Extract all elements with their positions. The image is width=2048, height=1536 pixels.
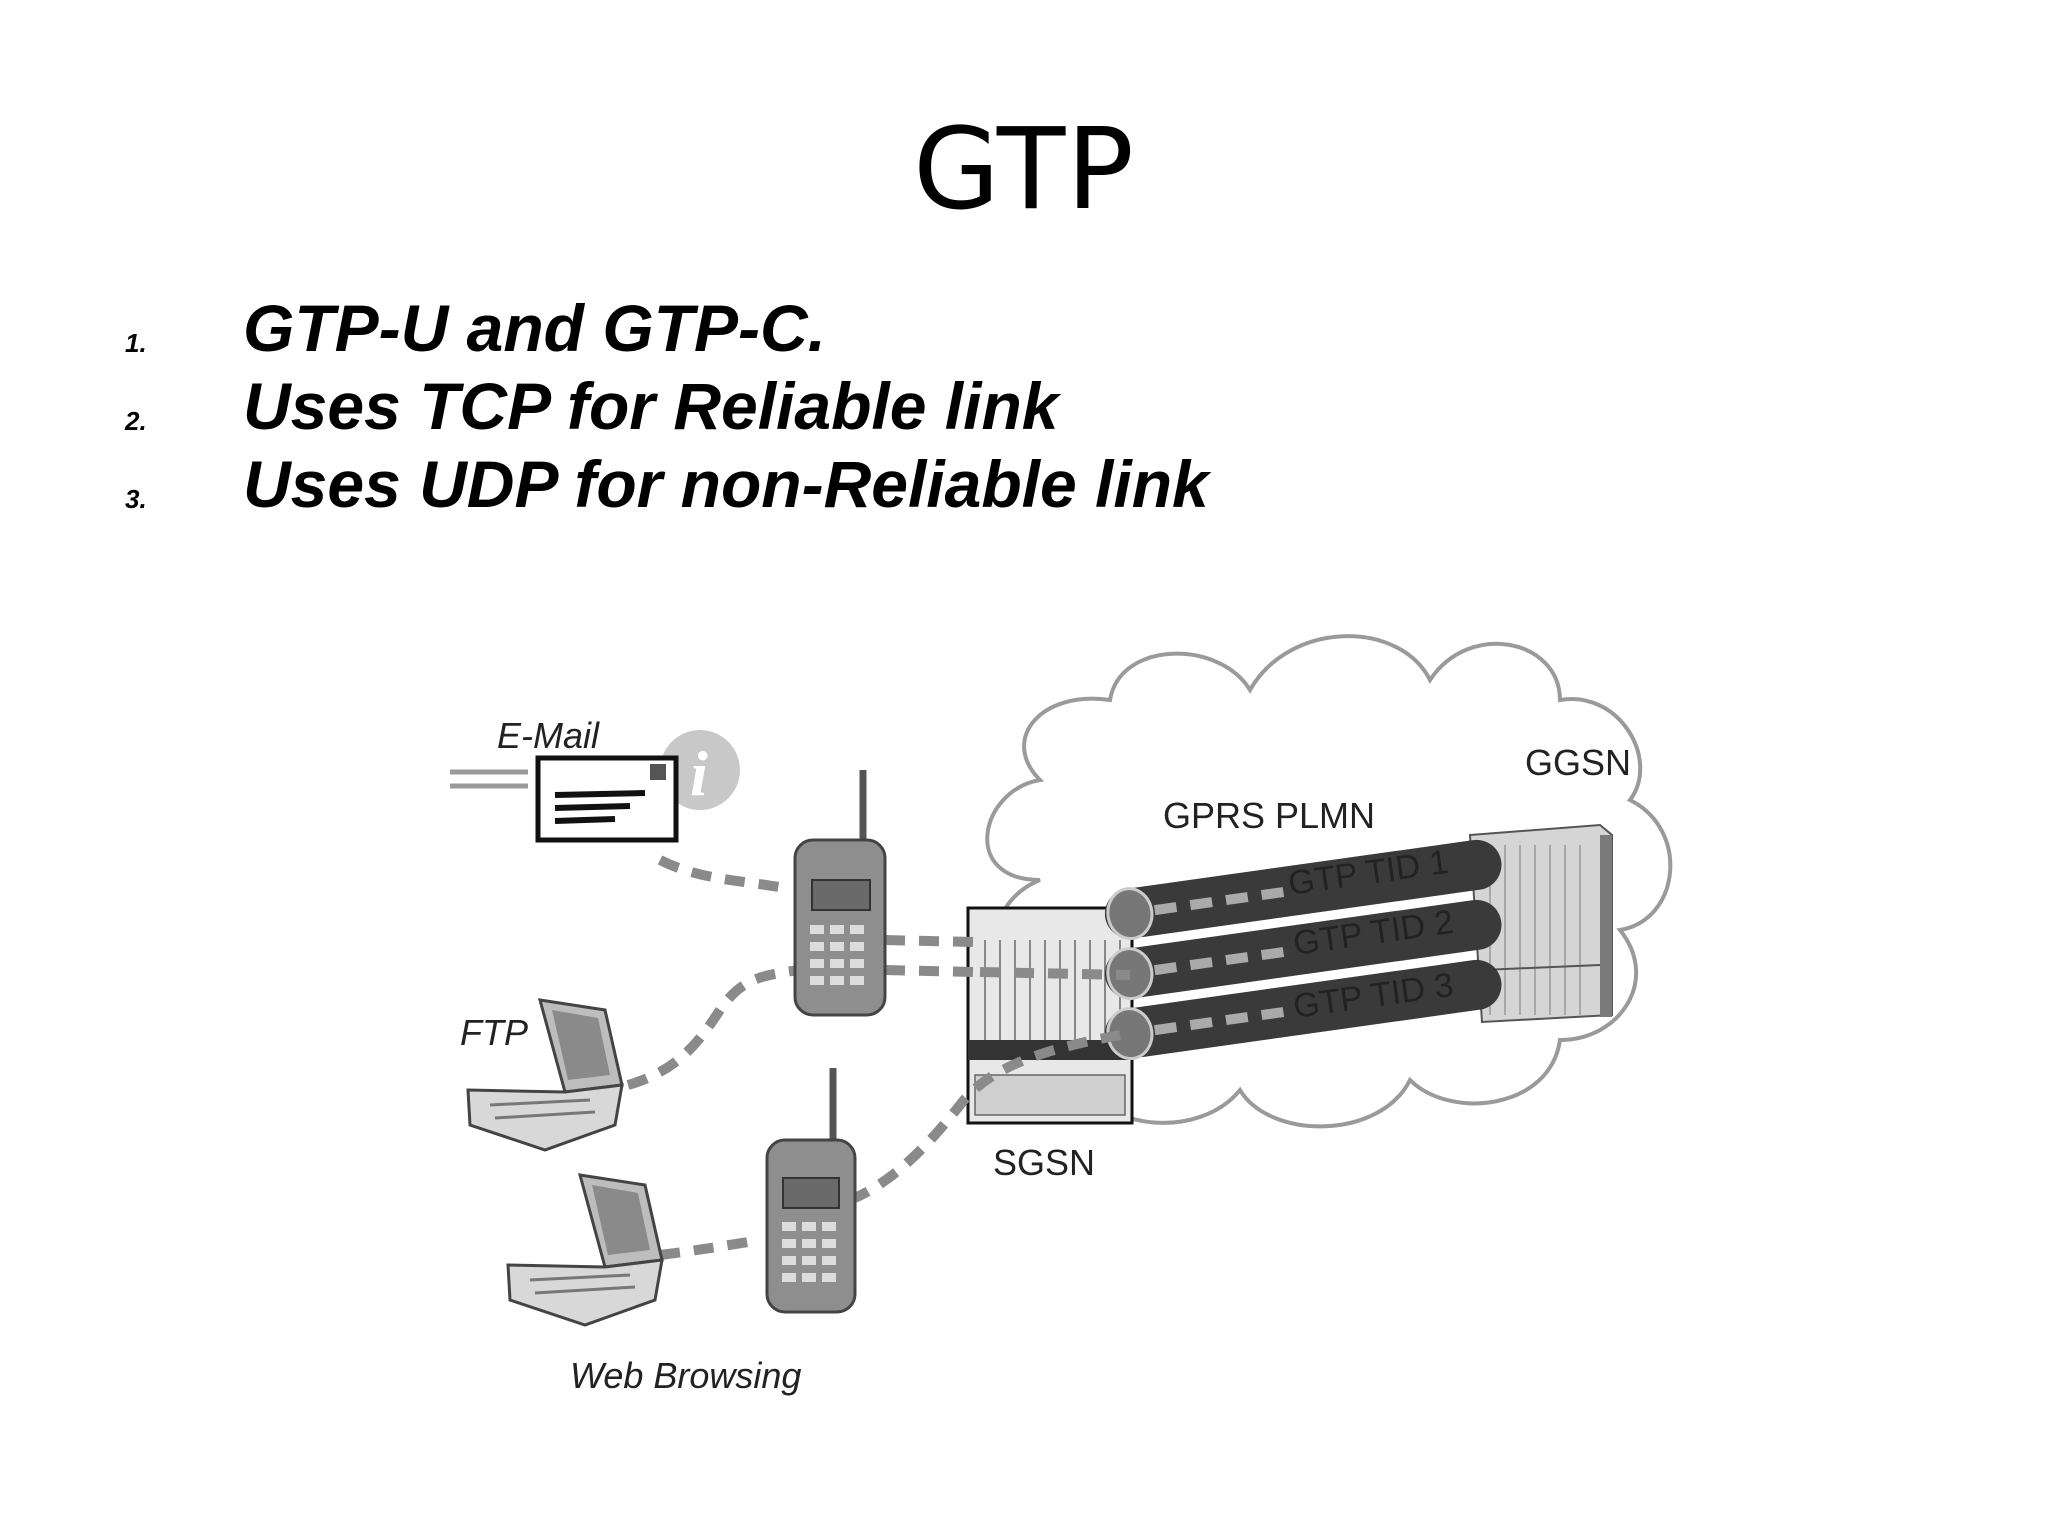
bullet-number: 1. xyxy=(125,328,147,358)
gprs-plmn-label: GPRS PLMN xyxy=(1163,795,1375,836)
mobile-phone-icon xyxy=(765,1068,857,1314)
bullet-text: GTP-U and GTP-C. xyxy=(243,291,826,365)
slide-title: GTP xyxy=(913,105,1135,235)
bullet-text: Uses TCP for Reliable link xyxy=(243,369,1059,443)
data-links xyxy=(626,855,1131,1260)
ggsn-label: GGSN xyxy=(1525,742,1631,783)
bullet-list: 1. GTP-U and GTP-C. 2. Uses TCP for Reli… xyxy=(125,290,1725,524)
laptop-icon xyxy=(466,998,624,1152)
bullet-item: 2. Uses TCP for Reliable link xyxy=(125,368,1725,446)
ftp-label: FTP xyxy=(460,1012,528,1053)
bullet-number: 2. xyxy=(125,406,147,436)
sgsn-label: SGSN xyxy=(993,1142,1095,1183)
svg-text:i: i xyxy=(690,738,708,809)
info-icon: i xyxy=(660,730,740,810)
email-label: E-Mail xyxy=(497,715,600,756)
bullet-item: 3. Uses UDP for non-Reliable link xyxy=(125,446,1725,524)
bullet-text: Uses UDP for non-Reliable link xyxy=(243,447,1209,521)
bullet-number: 3. xyxy=(125,484,147,514)
envelope-icon xyxy=(450,755,679,843)
laptop-icon xyxy=(506,1173,664,1327)
gtp-tunnel-1 xyxy=(1104,839,1502,941)
web-browsing-label: Web Browsing xyxy=(570,1355,801,1396)
mobile-phone-icon xyxy=(793,770,887,1017)
sgsn-server-icon xyxy=(966,906,1134,1125)
email-group: i xyxy=(450,730,740,843)
bullet-item: 1. GTP-U and GTP-C. xyxy=(125,290,1725,368)
